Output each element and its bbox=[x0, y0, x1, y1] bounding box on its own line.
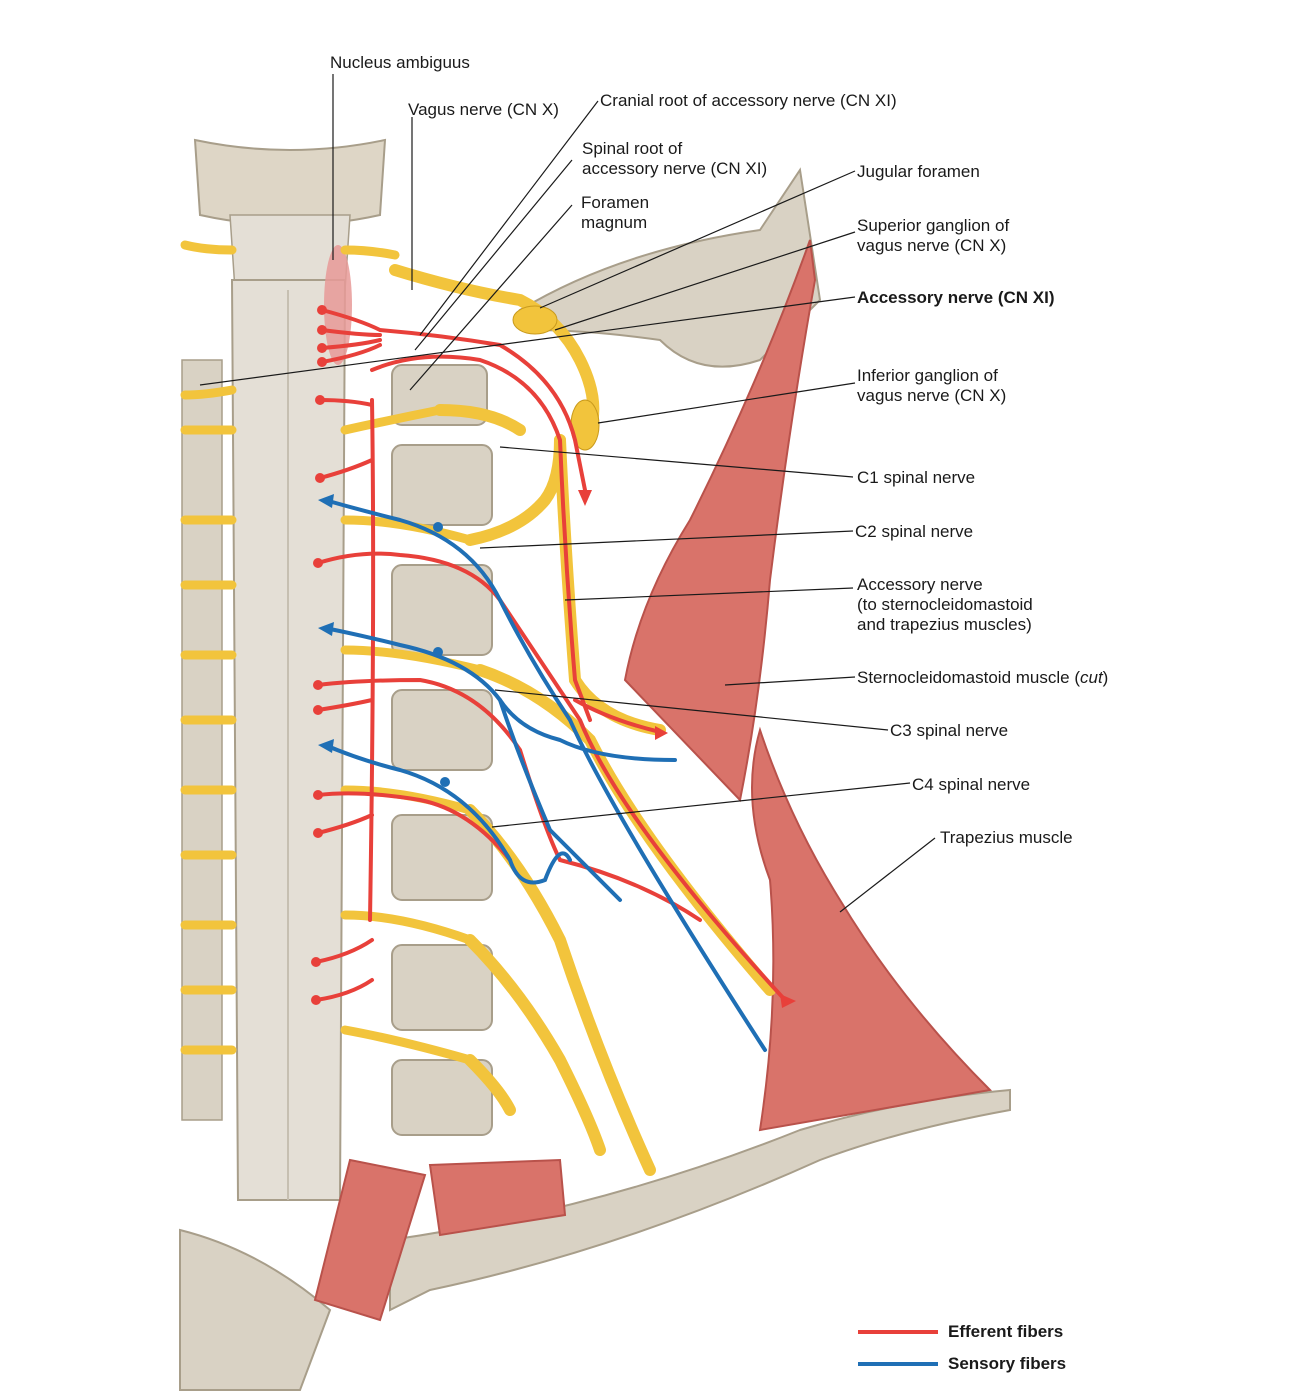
superior-ganglion bbox=[512, 305, 558, 335]
label-cranial-root: Cranial root of accessory nerve (CN XI) bbox=[600, 91, 897, 110]
clavicle bbox=[389, 1088, 1011, 1312]
label-superior-ganglion: Superior ganglion of vagus nerve (CN X) bbox=[857, 216, 1010, 255]
label-jugular-foramen: Jugular foramen bbox=[857, 162, 980, 181]
sensory-arrowheads bbox=[318, 494, 334, 753]
legend-sensory-swatch bbox=[858, 1362, 938, 1366]
vertebral-bodies bbox=[391, 364, 493, 1136]
label-inferior-ganglion: Inferior ganglion of vagus nerve (CN X) bbox=[857, 366, 1007, 405]
label-foramen-magnum: Foramen magnum bbox=[581, 193, 650, 232]
trapezius-muscle bbox=[751, 726, 993, 1132]
sensory-fibers bbox=[323, 498, 767, 1052]
legend-sensory: Sensory fibers bbox=[858, 1354, 1066, 1374]
scapula-piece bbox=[179, 1228, 332, 1391]
vertebral-column-left bbox=[181, 359, 223, 1121]
label-scm-italic: cut bbox=[1079, 668, 1103, 687]
label-c4: C4 spinal nerve bbox=[912, 775, 1031, 794]
nucleus-ambiguus bbox=[324, 245, 352, 365]
efferent-fibers bbox=[314, 308, 787, 1002]
lower-muscle-left bbox=[313, 1158, 427, 1322]
legend-efferent-label: Efferent fibers bbox=[948, 1322, 1064, 1341]
label-accessory-to-muscles: Accessory nerve (to sternocleidomastoid … bbox=[857, 575, 1033, 634]
label-accessory-nerve: Accessory nerve (CN XI) bbox=[857, 288, 1055, 307]
label-c3: C3 spinal nerve bbox=[890, 721, 1009, 740]
sternocleidomastoid-muscle bbox=[623, 239, 817, 803]
label-nucleus-ambiguus: Nucleus ambiguus bbox=[330, 53, 470, 72]
spinal-cord bbox=[230, 279, 347, 1201]
label-trapezius: Trapezius muscle bbox=[940, 828, 1073, 847]
label-scm-suffix: ) bbox=[1102, 668, 1109, 687]
label-vagus-nerve: Vagus nerve (CN X) bbox=[408, 100, 559, 119]
efferent-dots bbox=[311, 305, 327, 1005]
legend-sensory-label: Sensory fibers bbox=[948, 1354, 1067, 1373]
brainstem bbox=[193, 138, 387, 291]
label-scm-prefix: Sternocleidomastoid muscle ( bbox=[857, 668, 1080, 687]
leader-lines bbox=[199, 74, 936, 913]
label-spinal-root: Spinal root of accessory nerve (CN XI) bbox=[582, 139, 768, 178]
label-c2: C2 spinal nerve bbox=[855, 522, 974, 541]
nerve-roots bbox=[180, 240, 485, 1065]
label-c1: C1 spinal nerve bbox=[857, 468, 976, 487]
legend-efferent-swatch bbox=[858, 1330, 938, 1334]
efferent-arrowheads bbox=[578, 490, 796, 1008]
sensory-dots bbox=[433, 522, 450, 787]
label-sternocleidomastoid: Sternocleidomastoid muscle (cut) bbox=[857, 668, 1108, 688]
lower-muscle-right bbox=[428, 1158, 567, 1237]
legend-efferent: Efferent fibers bbox=[858, 1322, 1063, 1342]
